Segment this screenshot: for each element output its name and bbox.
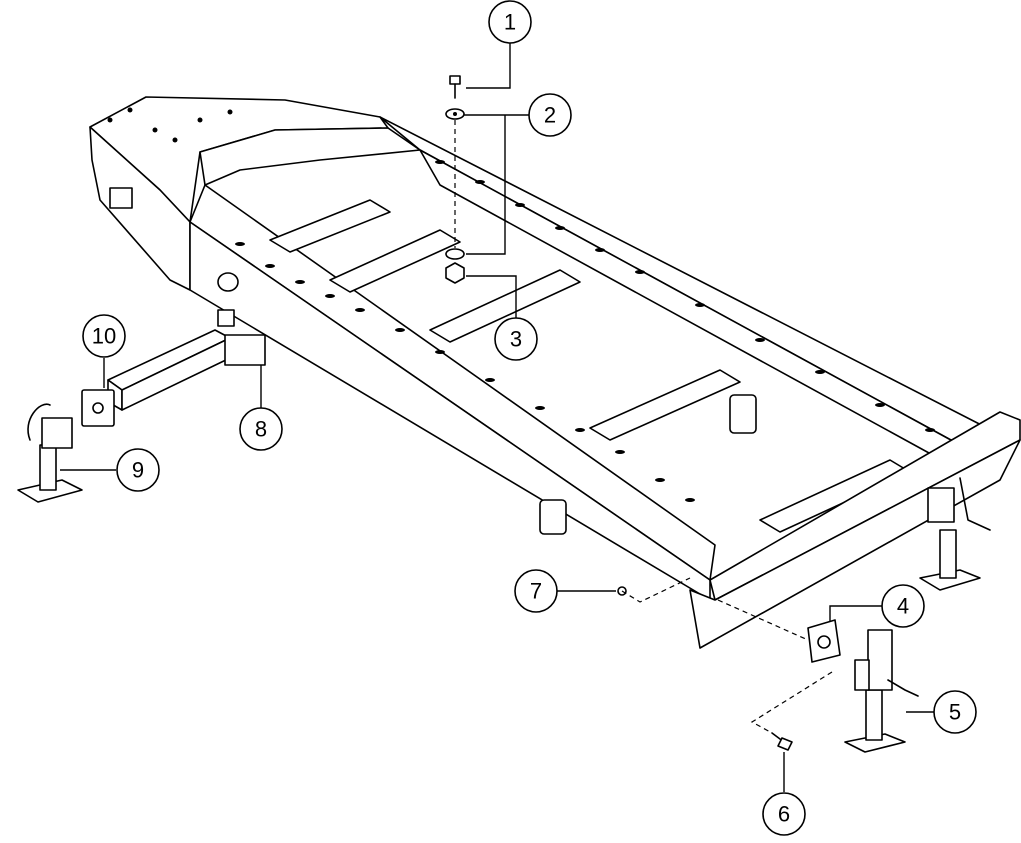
- jack-handle-left: [27, 403, 51, 441]
- callout-2-label: 2: [544, 103, 556, 128]
- assembly-path-plate: [717, 599, 809, 641]
- side-rail-round-hole: [217, 272, 239, 292]
- nose-bracket: [109, 187, 133, 209]
- callout-6-label: 6: [778, 802, 790, 827]
- callout-7: 7: [514, 569, 558, 613]
- jack-bracket-5: [854, 659, 870, 691]
- jack-stand-loose: [844, 629, 919, 753]
- hitch-pin-clip-icon: [217, 309, 235, 327]
- jack-mount-plate: [807, 619, 841, 663]
- washer-bottom-icon: [445, 248, 465, 260]
- callout-3: 3: [494, 317, 538, 361]
- jack-crank-rear: [959, 477, 991, 531]
- cross-member-1: [269, 199, 391, 253]
- jack-tube-rear: [939, 529, 957, 579]
- callout-10: 10: [82, 314, 126, 358]
- jack-stand-left: [17, 403, 83, 503]
- callout-1-label: 1: [504, 10, 516, 35]
- bolt-6: [771, 732, 793, 751]
- assembly-path-nut: [621, 577, 691, 603]
- axle-hanger-rear: [729, 394, 757, 434]
- callout-4-label: 4: [897, 594, 909, 619]
- callout-7-label: 7: [530, 579, 542, 604]
- callout-8: 8: [239, 407, 283, 451]
- front-nose-plate: [89, 126, 191, 291]
- axle-hanger-front: [539, 499, 567, 535]
- callout-5: 5: [933, 690, 977, 734]
- jack-head-left: [41, 417, 73, 449]
- rail-holes-right: [435, 160, 935, 432]
- bolt-6-head-icon: [777, 737, 793, 751]
- jack-bracket-rear: [927, 487, 955, 523]
- bolt-head-icon: [449, 75, 461, 85]
- callout-3-label: 3: [510, 327, 522, 352]
- rear-bumper-face: [689, 439, 1021, 649]
- callout-9: 9: [116, 448, 160, 492]
- tube-receiver: [224, 334, 266, 366]
- rail-holes-left: [235, 242, 695, 502]
- hex-nut-icon: [445, 262, 465, 284]
- nose-holes: [107, 107, 233, 143]
- jack-tube-5: [865, 689, 883, 741]
- rear-bumper-top: [709, 411, 1021, 601]
- leader-lines: [60, 40, 934, 792]
- trailer-frame: [89, 96, 1021, 649]
- callout-5-label: 5: [949, 700, 961, 725]
- cross-member-4: [589, 369, 741, 441]
- jack-tube-left: [39, 444, 57, 491]
- callout-1: 1: [488, 0, 532, 44]
- callout-10-label: 10: [92, 324, 116, 349]
- front-crossmember: [199, 127, 421, 186]
- callout-8-label: 8: [255, 417, 267, 442]
- callout-4: 4: [881, 584, 925, 628]
- assembly-path-bolt: [750, 671, 833, 734]
- jack-crank-5: [887, 679, 919, 697]
- callout-6: 6: [762, 792, 806, 836]
- tongue-tube: [107, 309, 266, 411]
- callout-9-label: 9: [132, 458, 144, 483]
- cross-member-2: [329, 229, 461, 293]
- jack-stand-rear-mounted: [919, 477, 991, 591]
- callout-2: 2: [528, 93, 572, 137]
- bolt-stack: [445, 75, 465, 284]
